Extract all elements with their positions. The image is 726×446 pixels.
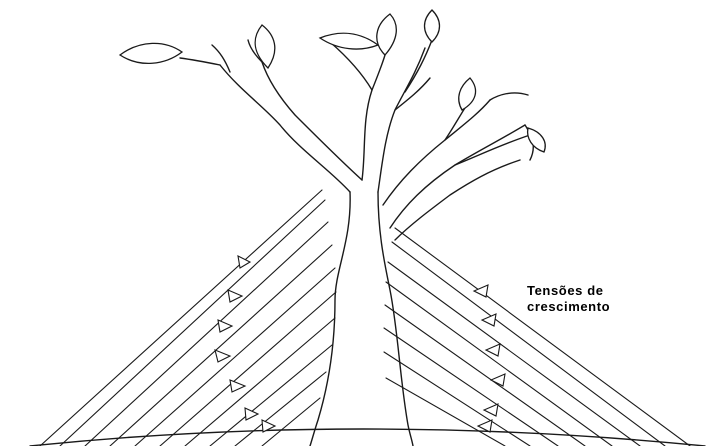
trunk-left-outline [310,192,350,446]
stress-arrow [474,285,488,297]
growth-stress-label-line1: Tensões de [527,283,610,299]
stress-line [160,292,336,446]
stress-arrow [482,314,496,326]
growth-stress-label: Tensões de crescimento [527,283,610,315]
stress-line [392,242,665,446]
leaf-7 [528,128,546,152]
stress-line [262,398,320,446]
leaf-3 [320,33,378,49]
branch-left-lower [220,65,350,192]
ground-arc [30,429,705,446]
leaf-1 [120,43,182,63]
leaf-5 [425,10,440,42]
stress-lines-left [40,190,336,446]
stress-arrow [230,380,245,392]
stress-line [85,222,328,446]
stress-arrow [218,320,232,332]
trunk-right-outline [378,192,413,446]
stress-line [40,190,322,446]
branch-right-upper [383,100,490,205]
branch-left-twig-b [212,45,230,72]
stress-arrow [245,408,258,420]
stress-lines-right [384,228,690,446]
stress-arrow [484,404,498,416]
branches [180,40,533,240]
stress-line [395,228,690,446]
stress-arrows-left [215,256,275,432]
stress-line [384,352,530,446]
leaf-6 [459,78,476,110]
leaf-2 [255,25,275,68]
branch-right-lower [390,125,525,228]
stress-line [235,372,326,446]
stress-arrow [215,350,230,362]
branch-right-twig-c [490,93,528,100]
stress-arrow [228,290,242,302]
stress-arrow [238,256,250,268]
branch-left-twig-a [180,58,220,65]
branch-center-twig-b [395,78,430,110]
stress-line [60,200,325,446]
branch-right-mid [395,160,520,240]
growth-stress-label-line2: crescimento [527,299,610,315]
leaves [120,10,545,152]
stress-arrow [486,344,500,356]
stress-arrow [478,420,492,432]
stress-line [384,328,558,446]
branch-center-left [362,55,385,180]
leaf-4 [377,14,397,55]
